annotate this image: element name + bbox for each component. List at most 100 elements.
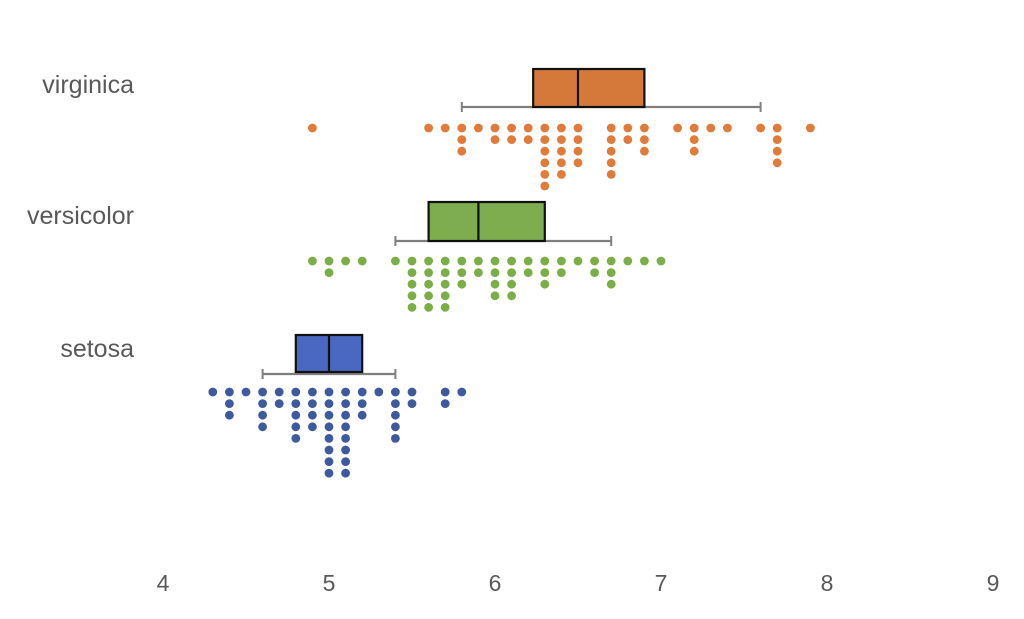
- data-point-virginica: [606, 146, 616, 156]
- data-point-setosa: [225, 387, 234, 397]
- data-point-versicolor: [407, 291, 417, 301]
- data-point-virginica: [756, 123, 765, 133]
- data-point-versicolor: [507, 268, 516, 277]
- data-point-virginica: [806, 123, 815, 133]
- data-point-versicolor: [424, 268, 433, 277]
- data-point-versicolor: [606, 279, 616, 289]
- data-point-versicolor: [457, 256, 467, 266]
- data-point-setosa: [391, 387, 400, 397]
- data-point-versicolor: [523, 268, 533, 277]
- data-point-setosa: [457, 387, 467, 397]
- data-point-setosa: [324, 468, 334, 478]
- data-point-virginica: [557, 170, 566, 179]
- data-point-versicolor: [590, 256, 599, 266]
- data-point-virginica: [573, 146, 583, 156]
- data-point-setosa: [324, 387, 334, 397]
- data-point-versicolor: [407, 256, 417, 266]
- data-point-virginica: [540, 158, 550, 168]
- data-point-virginica: [424, 123, 433, 133]
- data-point-setosa: [291, 399, 301, 408]
- data-point-setosa: [225, 410, 234, 420]
- data-point-versicolor: [640, 256, 649, 266]
- x-tick-7: 7: [654, 570, 668, 596]
- data-point-virginica: [706, 123, 716, 133]
- data-point-versicolor: [623, 256, 633, 266]
- data-point-versicolor: [540, 256, 550, 266]
- data-point-versicolor: [440, 291, 450, 301]
- data-point-setosa: [341, 468, 350, 478]
- data-point-versicolor: [457, 279, 467, 289]
- data-point-versicolor: [407, 268, 417, 277]
- data-point-versicolor: [440, 303, 450, 312]
- data-point-versicolor: [407, 279, 417, 289]
- data-point-versicolor: [357, 256, 367, 266]
- data-point-setosa: [324, 410, 334, 420]
- data-point-virginica: [523, 135, 533, 145]
- data-point-virginica: [490, 135, 500, 145]
- data-point-virginica: [540, 170, 550, 179]
- data-point-virginica: [573, 123, 583, 133]
- data-point-versicolor: [424, 256, 433, 266]
- data-point-setosa: [391, 410, 400, 420]
- data-point-versicolor: [606, 268, 616, 277]
- data-point-versicolor: [656, 256, 666, 266]
- data-point-virginica: [540, 123, 550, 133]
- data-point-setosa: [324, 399, 334, 408]
- data-point-virginica: [523, 123, 533, 133]
- data-point-setosa: [274, 387, 284, 397]
- data-point-setosa: [341, 399, 350, 408]
- data-point-virginica: [606, 123, 616, 133]
- data-point-versicolor: [606, 256, 616, 266]
- data-point-setosa: [440, 399, 450, 408]
- data-point-virginica: [606, 170, 616, 179]
- data-point-versicolor: [490, 291, 500, 301]
- data-point-virginica: [772, 146, 782, 156]
- data-point-setosa: [324, 422, 334, 432]
- data-point-virginica: [640, 135, 649, 145]
- data-point-versicolor: [490, 256, 500, 266]
- data-point-virginica: [557, 135, 566, 145]
- data-point-virginica: [308, 123, 317, 133]
- data-point-versicolor: [490, 268, 500, 277]
- data-point-virginica: [640, 123, 649, 133]
- data-point-versicolor: [341, 256, 350, 266]
- data-point-setosa: [308, 399, 317, 408]
- data-point-setosa: [391, 399, 400, 408]
- data-point-versicolor: [308, 256, 317, 266]
- data-point-setosa: [241, 387, 251, 397]
- data-point-versicolor: [440, 279, 450, 289]
- data-point-virginica: [457, 146, 467, 156]
- data-point-setosa: [341, 410, 350, 420]
- data-point-virginica: [772, 158, 782, 168]
- data-point-virginica: [623, 123, 633, 133]
- data-point-versicolor: [391, 256, 400, 266]
- x-tick-8: 8: [820, 570, 834, 596]
- data-point-setosa: [341, 457, 350, 466]
- data-point-virginica: [689, 146, 699, 156]
- data-point-versicolor: [440, 256, 450, 266]
- data-point-virginica: [557, 123, 566, 133]
- data-point-virginica: [540, 181, 550, 191]
- data-point-virginica: [573, 158, 583, 168]
- category-label-virginica: virginica: [42, 71, 134, 99]
- data-point-setosa: [291, 434, 301, 443]
- data-point-versicolor: [424, 303, 433, 312]
- data-point-setosa: [308, 410, 317, 420]
- data-point-setosa: [440, 387, 450, 397]
- data-point-virginica: [640, 146, 649, 156]
- data-point-versicolor: [540, 268, 550, 277]
- data-point-virginica: [689, 135, 699, 145]
- data-point-versicolor: [573, 256, 583, 266]
- data-point-setosa: [324, 457, 334, 466]
- data-point-setosa: [258, 387, 267, 397]
- data-point-versicolor: [324, 268, 334, 277]
- data-point-virginica: [440, 123, 450, 133]
- data-point-virginica: [540, 135, 550, 145]
- data-point-setosa: [391, 422, 400, 432]
- data-point-virginica: [772, 135, 782, 145]
- data-point-virginica: [606, 158, 616, 168]
- data-point-virginica: [457, 123, 467, 133]
- data-point-setosa: [407, 387, 417, 397]
- data-point-setosa: [407, 399, 417, 408]
